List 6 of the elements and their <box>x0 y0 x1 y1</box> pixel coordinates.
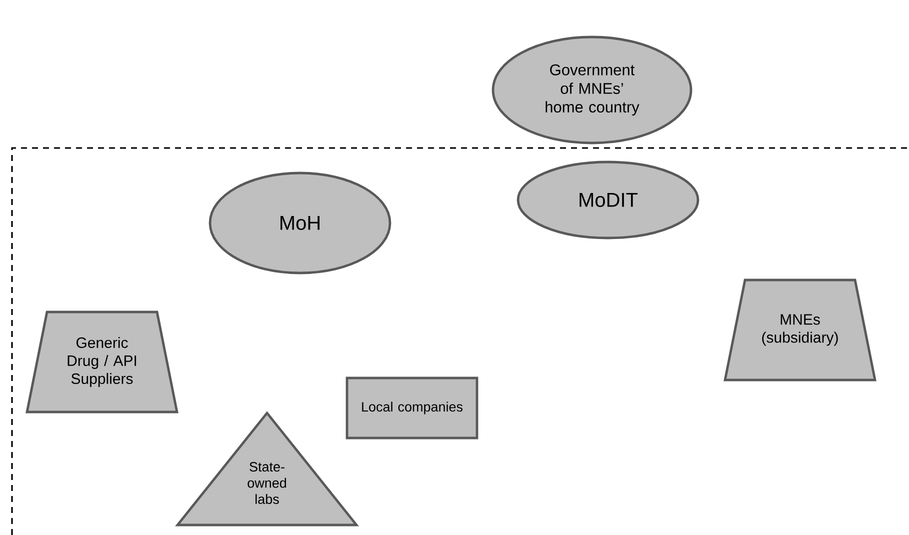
ellipse-node: Government of MNEs’ home country <box>492 36 692 144</box>
ellipse-node: MoH <box>208 172 392 274</box>
trapezoid-node: Generic Drug / API Suppliers <box>26 310 178 414</box>
trapezoid-node: MNEs (subsidiary) <box>724 278 876 382</box>
ellipse-node: MoDIT <box>516 160 700 240</box>
process-box: Local companies <box>346 376 478 440</box>
